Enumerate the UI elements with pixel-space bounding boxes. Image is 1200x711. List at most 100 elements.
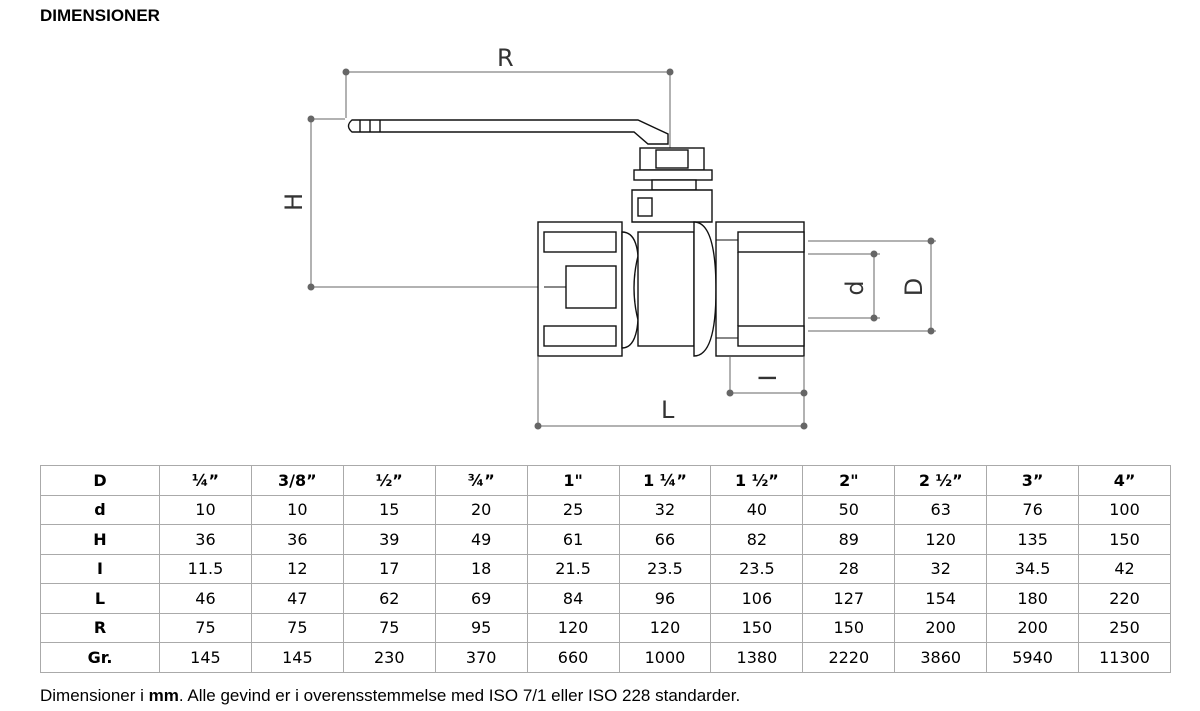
table-cell: 66	[618, 524, 712, 555]
table-cell: 10	[250, 494, 344, 525]
table-cell: 12	[250, 553, 344, 584]
row-label: R	[40, 612, 160, 643]
table-cell: 42	[1078, 553, 1171, 584]
table-cell: 120	[894, 524, 988, 555]
table-cell: 75	[159, 612, 252, 643]
table-cell: 145	[250, 642, 344, 673]
table-cell: 11300	[1078, 642, 1171, 673]
table-cell: 10	[159, 494, 252, 525]
header-cell: 2 ½”	[894, 465, 988, 496]
table-cell: 32	[618, 494, 712, 525]
table-cell: 25	[526, 494, 620, 525]
table-cell: 75	[342, 612, 436, 643]
table-cell: 5940	[986, 642, 1080, 673]
table-cell: 20	[434, 494, 528, 525]
table-cell: 39	[342, 524, 436, 555]
table-cell: 200	[894, 612, 988, 643]
header-cell: ¾”	[434, 465, 528, 496]
header-cell: 2"	[802, 465, 896, 496]
table-cell: 127	[802, 583, 896, 614]
table-cell: 76	[986, 494, 1080, 525]
table-cell: 135	[986, 524, 1080, 555]
header-cell: 1 ½”	[710, 465, 804, 496]
ball-valve-drawing: R H d D I L	[280, 44, 936, 430]
header-cell: 1 ¼”	[618, 465, 712, 496]
table-cell: 1000	[618, 642, 712, 673]
table-cell: 21.5	[526, 553, 620, 584]
footnote-unit: mm	[148, 686, 179, 705]
table-cell: 150	[802, 612, 896, 643]
header-cell: 3/8”	[250, 465, 344, 496]
dim-label-I: I	[754, 374, 782, 381]
table-cell: 63	[894, 494, 988, 525]
table-cell: 660	[526, 642, 620, 673]
table-cell: 250	[1078, 612, 1171, 643]
table-cell: 46	[159, 583, 252, 614]
table-row: I 11.5 12 17 18 21.5 23.5 23.5 28 32 34.…	[40, 553, 1171, 584]
table-cell: 61	[526, 524, 620, 555]
table-cell: 23.5	[710, 553, 804, 584]
table-cell: 34.5	[986, 553, 1080, 584]
table-cell: 15	[342, 494, 436, 525]
table-cell: 69	[434, 583, 528, 614]
header-cell: 1"	[526, 465, 620, 496]
header-cell: 3”	[986, 465, 1080, 496]
footnote-prefix: Dimensioner i	[40, 686, 149, 705]
table-cell: 36	[250, 524, 344, 555]
table-cell: 36	[159, 524, 252, 555]
table-cell: 150	[1078, 524, 1171, 555]
row-label: D	[40, 465, 160, 496]
table-cell: 49	[434, 524, 528, 555]
table-row: H 36 36 39 49 61 66 82 89 120 135 150	[40, 524, 1171, 555]
table-row: d 10 10 15 20 25 32 40 50 63 76 100	[40, 494, 1171, 525]
table-cell: 370	[434, 642, 528, 673]
table-cell: 150	[710, 612, 804, 643]
table-cell: 200	[986, 612, 1080, 643]
table-cell: 47	[250, 583, 344, 614]
table-cell: 82	[710, 524, 804, 555]
table-cell: 106	[710, 583, 804, 614]
table-row: Gr. 145 145 230 370 660 1000 1380 2220 3…	[40, 642, 1171, 673]
table-cell: 145	[159, 642, 252, 673]
table-row: L 46 47 62 69 84 96 106 127 154 180 220	[40, 583, 1171, 614]
table-cell: 120	[526, 612, 620, 643]
dim-label-D: D	[900, 278, 928, 296]
header-cell: ½”	[342, 465, 436, 496]
table-cell: 11.5	[159, 553, 252, 584]
table-cell: 154	[894, 583, 988, 614]
table-cell: 40	[710, 494, 804, 525]
footnote-suffix: . Alle gevind er i overensstemmelse med …	[178, 686, 741, 705]
table-cell: 230	[342, 642, 436, 673]
table-cell: 95	[434, 612, 528, 643]
dim-label-d: d	[841, 280, 869, 295]
table-cell: 50	[802, 494, 896, 525]
row-label: d	[40, 494, 160, 525]
row-label: H	[40, 524, 160, 555]
page-title: DIMENSIONER	[40, 6, 160, 25]
row-label: L	[40, 583, 160, 614]
footnote: Dimensioner i mm. Alle gevind er i overe…	[40, 686, 740, 706]
table-cell: 17	[342, 553, 436, 584]
table-cell: 89	[802, 524, 896, 555]
dim-label-R: R	[497, 44, 514, 72]
table-cell: 1380	[710, 642, 804, 673]
header-cell: 4”	[1078, 465, 1171, 496]
dim-label-H: H	[280, 193, 308, 211]
header-cell: ¼”	[159, 465, 252, 496]
table-cell: 3860	[894, 642, 988, 673]
table-header-row: D ¼” 3/8” ½” ¾” 1" 1 ¼” 1 ½” 2" 2 ½” 3” …	[40, 465, 1171, 496]
dimensions-table: D ¼” 3/8” ½” ¾” 1" 1 ¼” 1 ½” 2" 2 ½” 3” …	[40, 465, 1171, 673]
row-label: Gr.	[40, 642, 160, 673]
table-cell: 120	[618, 612, 712, 643]
table-cell: 23.5	[618, 553, 712, 584]
table-cell: 62	[342, 583, 436, 614]
table-cell: 180	[986, 583, 1080, 614]
dim-label-L: L	[661, 396, 675, 424]
table-cell: 220	[1078, 583, 1171, 614]
table-cell: 28	[802, 553, 896, 584]
table-cell: 96	[618, 583, 712, 614]
table-cell: 100	[1078, 494, 1171, 525]
table-cell: 2220	[802, 642, 896, 673]
table-row: R 75 75 75 95 120 120 150 150 200 200 25…	[40, 612, 1171, 643]
table-cell: 75	[250, 612, 344, 643]
